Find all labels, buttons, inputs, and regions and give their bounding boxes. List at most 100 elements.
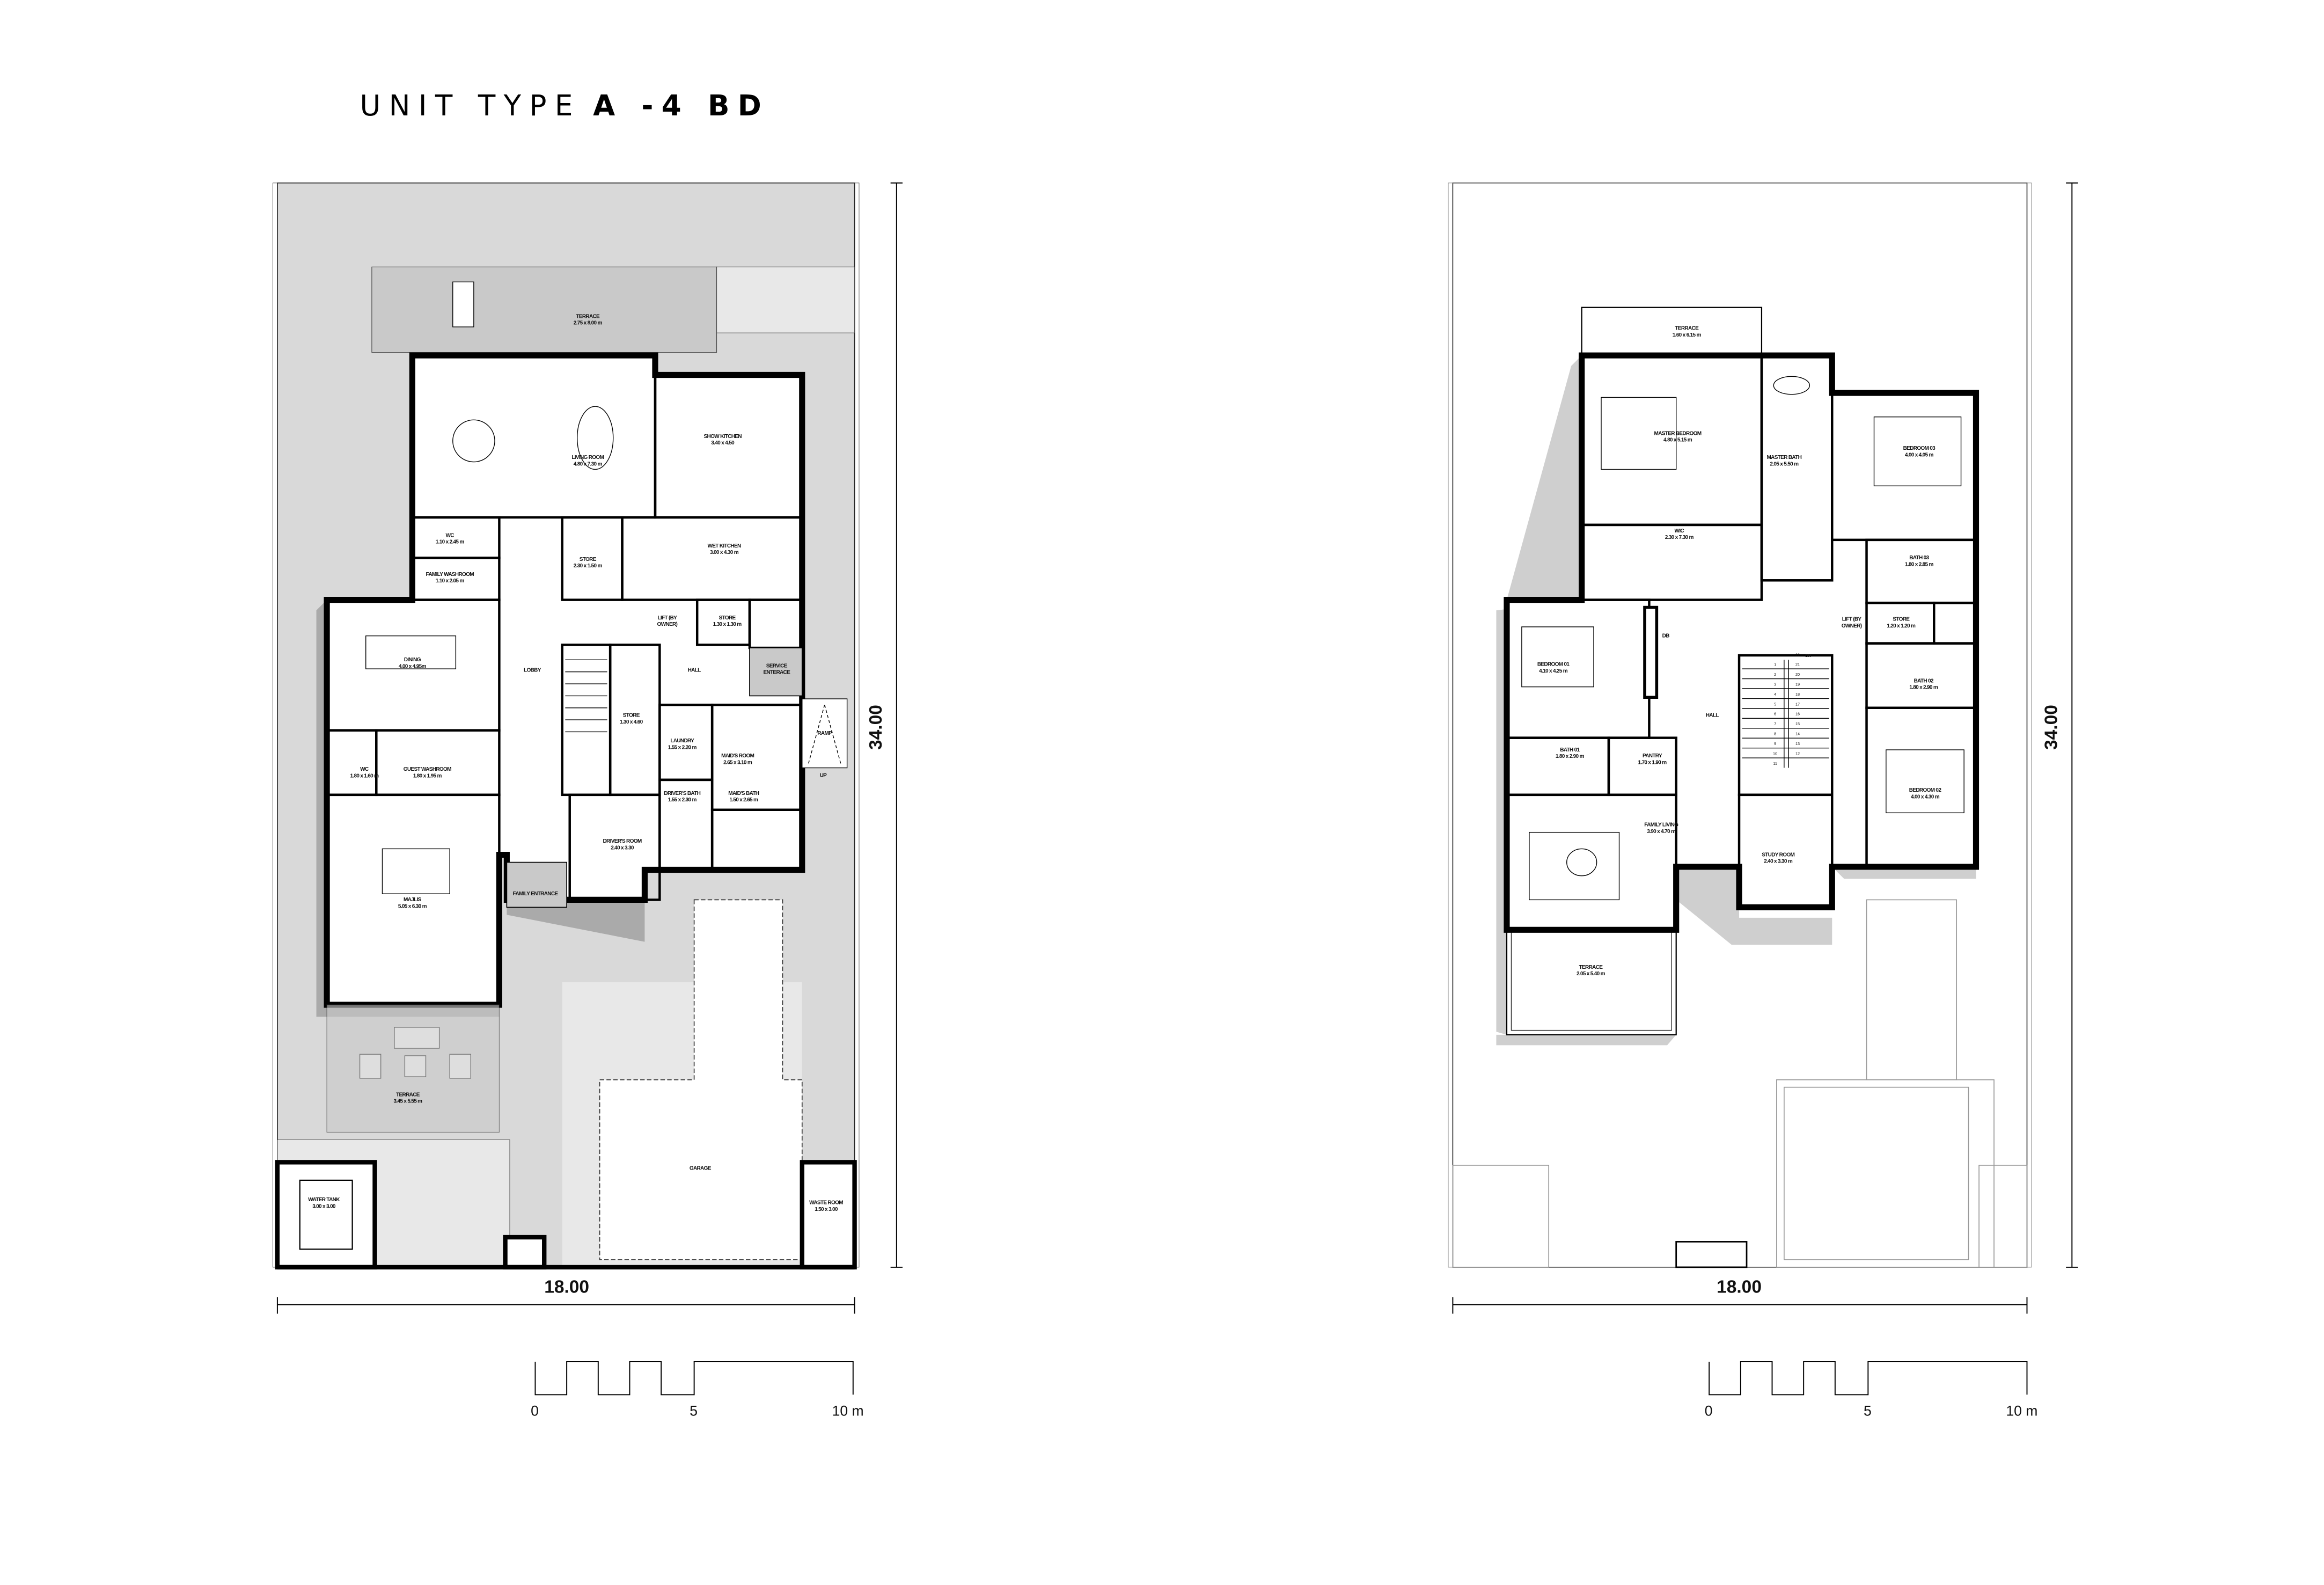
scale-label-0: 0 <box>1705 1403 1713 1419</box>
room-size: 2.05 x 5.50 m <box>1770 461 1799 467</box>
room-label: STORE <box>719 615 736 621</box>
entry-gate <box>503 1235 547 1270</box>
stair-step-number: 12 <box>1795 751 1800 756</box>
scale-bar <box>1709 1361 2028 1396</box>
db-panel <box>1643 605 1659 699</box>
room-size: 1.30 x 1.30 m <box>713 622 742 627</box>
stair-step-number: 11 <box>1773 761 1777 766</box>
room-label: STORE <box>580 557 597 563</box>
room-size: 2.40 x 3.30 <box>611 845 634 851</box>
dining-table <box>365 635 457 669</box>
room-size: 1.10 x 2.05 m <box>436 578 465 584</box>
room-size: 4.00 x 4.95m <box>399 663 427 669</box>
family-entrance <box>506 861 567 908</box>
room-size: 3.45 x 5.55 m <box>393 1099 422 1105</box>
room-label: SHOW KITCHEN <box>704 434 742 440</box>
room-size: 1.50 x 3.00 <box>815 1207 838 1213</box>
room-label: FAMILY ENTRANCE <box>513 891 559 897</box>
room-label: FAMILY LIVING <box>1644 822 1678 828</box>
depth-dimension: 34.00 <box>866 705 886 750</box>
room-size: 1.80 x 2.90 m <box>1556 754 1585 759</box>
room-label: STORE <box>1893 617 1910 623</box>
maids-bath <box>710 808 804 871</box>
room-label: LOBBY <box>524 668 541 674</box>
stair-step-number: 22 <box>1795 652 1800 657</box>
room-label: GUEST WASHROOM <box>404 766 451 772</box>
room-label: MASTER BEDROOM <box>1654 430 1702 436</box>
room-size: OWNER) <box>1842 623 1862 629</box>
scale-bar <box>534 1361 854 1396</box>
width-dimension: 18.00 <box>544 1277 589 1297</box>
room-size: 3.90 x 4.70 m <box>1647 829 1676 835</box>
scale-label-5: 5 <box>690 1403 698 1419</box>
room-label: BATH 02 <box>1914 678 1934 684</box>
stair-step-number: 19 <box>1795 682 1800 686</box>
entry-canopy <box>1675 1241 1748 1268</box>
stair-step-number: 14 <box>1795 732 1800 736</box>
stair-step-number: 10 <box>1773 751 1777 756</box>
stair-step-number: 18 <box>1795 692 1800 697</box>
width-dimension: 18.00 <box>1717 1277 1762 1297</box>
room-label: TERRACE <box>1675 326 1699 332</box>
room-size: 2.75 x 8.00 m <box>574 320 603 326</box>
room-size: 1.80 x 2.85 m <box>1905 561 1934 567</box>
room-size: 1.50 x 2.65 m <box>729 797 758 803</box>
room-size: 3.00 x 4.30 m <box>710 550 739 556</box>
bed <box>1521 626 1594 688</box>
room-size: 1.55 x 2.20 m <box>668 744 697 750</box>
stair-step-number: 7 <box>1774 721 1776 726</box>
scale-label-5: 5 <box>1864 1403 1872 1419</box>
ramp <box>802 698 848 769</box>
room-size: 4.80 x 7.30 m <box>574 461 603 467</box>
room-size: 3.00 x 3.00 <box>312 1203 336 1209</box>
room-label: DRIVER'S BATH <box>664 791 700 797</box>
room-label: STORE <box>623 713 640 719</box>
room-label: TERRACE <box>576 313 600 319</box>
room-label: WATER TANK <box>308 1197 340 1203</box>
stair-step-number: 13 <box>1795 741 1800 746</box>
stair-direction-label: DN <box>1805 653 1810 658</box>
service-entrance <box>749 647 803 697</box>
terrace-bottom <box>1506 929 1677 1035</box>
scale-label-10: 10 m <box>832 1403 864 1419</box>
room-size: 1.80 x 1.60 m <box>350 773 379 779</box>
room-label: LIFT (BY <box>657 615 677 621</box>
stair-step-number: 21 <box>1795 662 1800 667</box>
room-size: 1.10 x 2.45 m <box>436 539 465 545</box>
stair-step-number: 16 <box>1795 712 1800 717</box>
bed <box>1601 397 1677 470</box>
bedroom-02 <box>1865 706 1977 868</box>
room-label: TERRACE <box>1579 965 1603 970</box>
room-label: WASTE ROOM <box>809 1200 843 1206</box>
bed <box>1886 749 1964 814</box>
room-label: DRIVER'S ROOM <box>603 838 641 844</box>
room-size: OWNER) <box>657 622 677 627</box>
room-label: DB <box>1662 633 1670 639</box>
room-label: MAJLIS <box>404 897 422 903</box>
stair-step-number: 1 <box>1774 662 1776 667</box>
stair-step-number: 15 <box>1795 721 1800 726</box>
room-label: HALL <box>1706 713 1719 719</box>
room-size: 1.30 x 4.60 <box>620 719 643 725</box>
room-size: 2.30 x 7.30 m <box>1665 535 1694 540</box>
room-size: 4.10 x 4.25 m <box>1539 668 1568 674</box>
room-size: 1.55 x 2.30 m <box>668 797 697 803</box>
stair-step-number: 8 <box>1774 732 1776 736</box>
room-size: ENTERACE <box>763 670 790 676</box>
stair-step-number: 5 <box>1774 702 1776 706</box>
dining-table-oval <box>576 406 614 470</box>
room-label: MAID'S ROOM <box>721 753 754 759</box>
depth-dimension: 34.00 <box>2041 705 2061 750</box>
stair-step-number: 17 <box>1795 702 1800 706</box>
room-size: 1.70 x 1.90 m <box>1638 759 1667 765</box>
room-label: FAMILY WASHROOM <box>426 572 474 578</box>
terrace-bottom-pad <box>326 1004 500 1133</box>
room-label: PANTRY <box>1643 753 1662 759</box>
room-label: WIC <box>1675 528 1684 534</box>
room-size: 2.30 x 1.50 m <box>574 563 603 569</box>
room-label: LIFT (BY <box>1842 617 1862 623</box>
stair-step-number: 6 <box>1774 712 1776 717</box>
room-size: 2.65 x 3.10 m <box>723 759 752 765</box>
room-label: SERVICE <box>766 663 788 669</box>
